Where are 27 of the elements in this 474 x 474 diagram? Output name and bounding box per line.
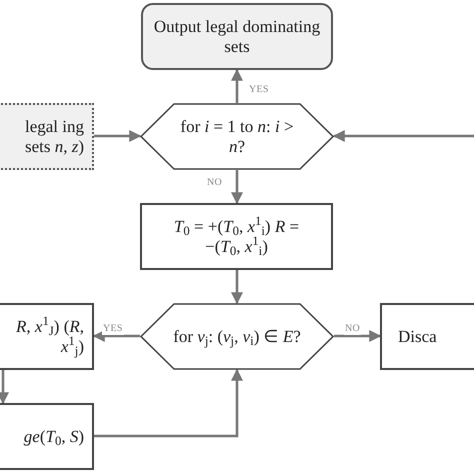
node-text: ge(T$_{0}$, S) [22,426,84,446]
node-text: legal ing sets n, z) [24,116,84,156]
node-text: for v$_{j}$: (v$_{j}$, v$_{i}$) ∈ E? [172,326,302,346]
arrow [94,368,243,438]
edge-label: YES [102,323,124,335]
node-text: T$_{0}$ = +(T$_{0}$, x$^{1}$$_{i}$) R = −(T$_{0}$, x$^{1}$$_{i}$) [172,216,300,256]
edge-label: NO [344,323,361,335]
node-text: Disca [398,326,438,346]
arrow [334,330,382,342]
process-box [140,203,333,270]
arrow [0,370,9,404]
arrow [332,130,474,142]
arrow [94,130,142,142]
node-text: Output legal dominating sets [152,16,322,56]
arrow [92,330,140,342]
arrow [231,270,243,304]
decision-hexagon [140,303,334,370]
process-box [0,303,94,370]
input-box [0,103,94,170]
arrow [231,68,243,103]
terminal-box [141,3,333,70]
process-box [380,303,474,370]
node-text: for i = 1 to n: i > n? [179,116,295,156]
decision-hexagon [140,103,334,170]
arrow [231,170,243,204]
process-box [0,403,94,470]
node-text: R, x$^{1}$$_{J}$) (R, x$^{1}$$_{j}$) [15,316,84,356]
